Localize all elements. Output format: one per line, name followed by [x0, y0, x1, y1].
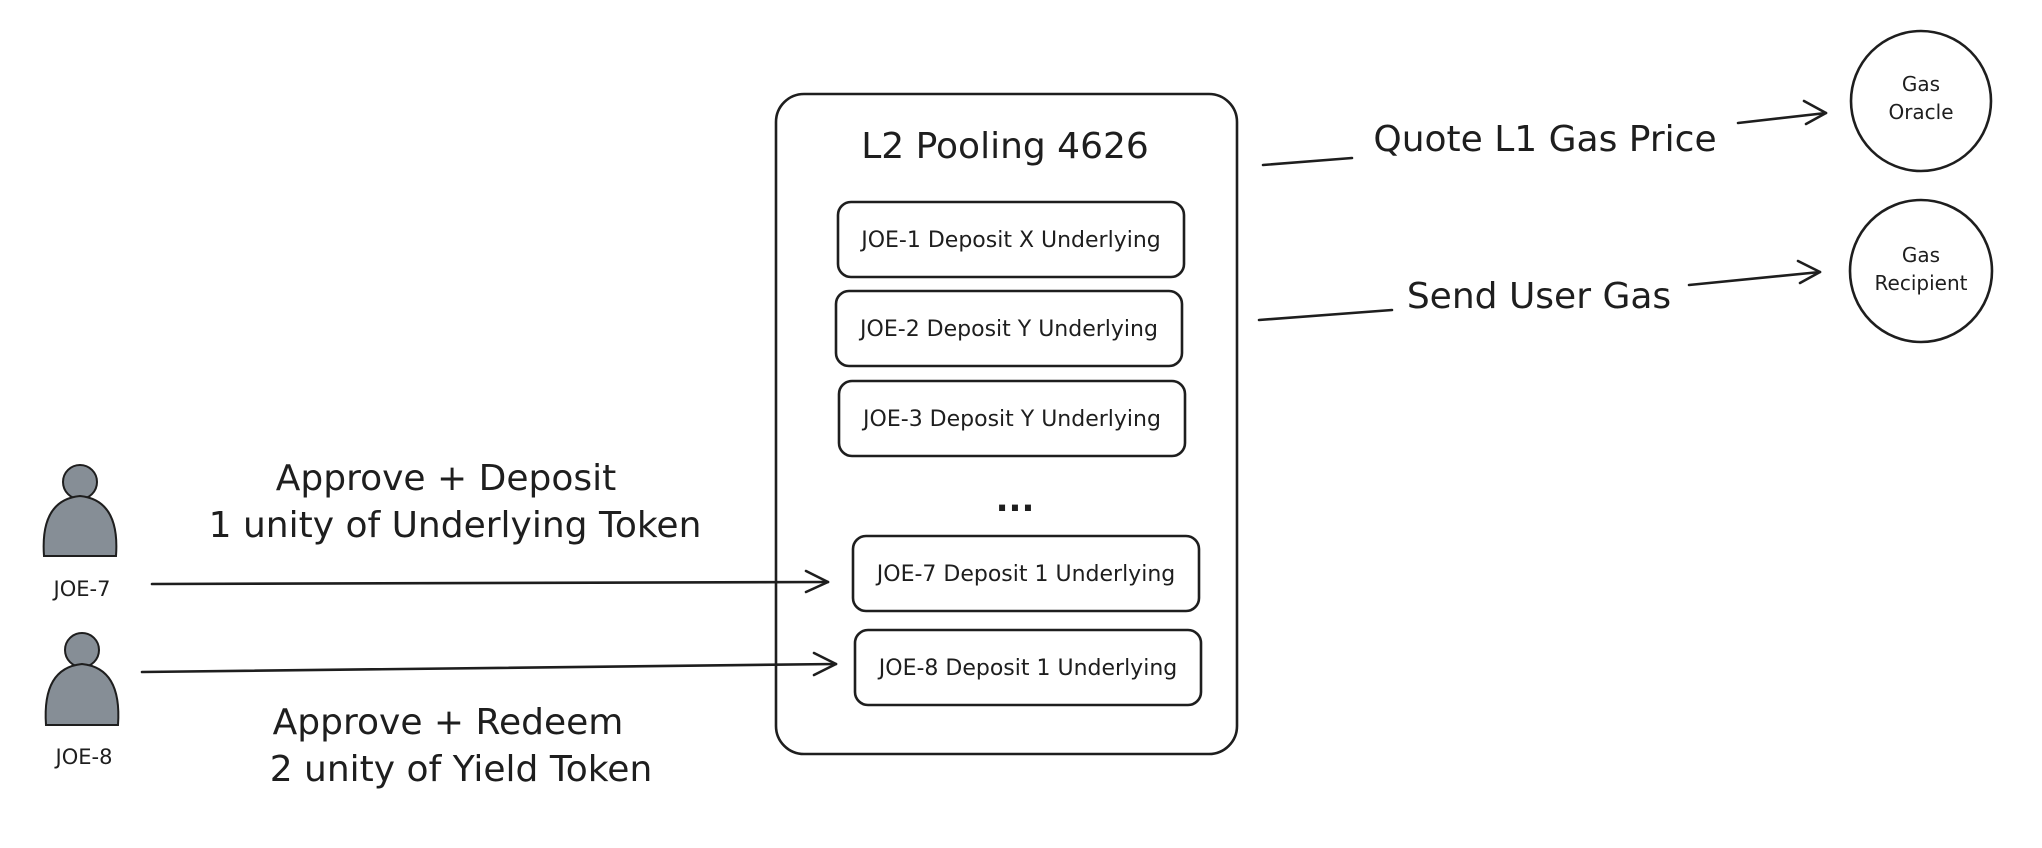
gas-oracle-label-line1: Gas	[1902, 72, 1940, 96]
quote-gas-arrowhead-icon	[1802, 99, 1828, 126]
deposit-label-joe-1: JOE-1 Deposit X Underlying	[859, 228, 1161, 253]
user-joe-7: JOE-7	[42, 464, 118, 601]
gas-oracle-node: Gas Oracle	[1849, 29, 1993, 173]
deposit-box-joe-2: JOE-2 Deposit Y Underlying	[834, 289, 1184, 368]
deposit-label-joe-8: JOE-8 Deposit 1 Underlying	[877, 656, 1177, 681]
deposit-box-joe-3: JOE-3 Deposit Y Underlying	[837, 379, 1187, 458]
deposit-arrow	[150, 569, 830, 594]
pool-container	[774, 92, 1239, 756]
gas-oracle-label-line2: Oracle	[1888, 100, 1953, 124]
user-joe-8-label: JOE-8	[54, 745, 113, 769]
pool-title: L2 Pooling 4626	[861, 126, 1149, 167]
send-gas-arrow	[1257, 259, 1822, 322]
send-gas-arrowhead-icon	[1796, 259, 1822, 285]
deposit-box-joe-8: JOE-8 Deposit 1 Underlying	[853, 628, 1203, 707]
deposit-label-joe-2: JOE-2 Deposit Y Underlying	[858, 317, 1158, 342]
deposit-label-line1: Approve + Deposit	[276, 458, 617, 499]
user-joe-7-head-icon	[62, 464, 98, 500]
deposit-label-line2: 1 unity of Underlying Token	[209, 505, 702, 546]
gas-recipient-label-line1: Gas	[1902, 243, 1940, 267]
gas-recipient-node: Gas Recipient	[1848, 198, 1994, 344]
quote-gas-arrow	[1261, 99, 1828, 167]
deposit-ellipsis: ...	[996, 480, 1035, 520]
redeem-arrow	[140, 651, 838, 677]
redeem-arrowhead-icon	[812, 651, 838, 677]
gas-recipient-label-line2: Recipient	[1875, 271, 1968, 295]
deposit-box-joe-1: JOE-1 Deposit X Underlying	[836, 200, 1186, 279]
deposit-box-joe-7: JOE-7 Deposit 1 Underlying	[851, 534, 1201, 613]
deposit-label-joe-7: JOE-7 Deposit 1 Underlying	[875, 562, 1175, 587]
user-joe-8-head-icon	[64, 632, 100, 668]
send-gas-label: Send User Gas	[1407, 276, 1671, 317]
user-joe-8: JOE-8	[44, 632, 120, 769]
redeem-label-line1: Approve + Redeem	[273, 702, 624, 743]
redeem-label-line2: 2 unity of Yield Token	[270, 749, 653, 790]
deposit-arrowhead-icon	[804, 569, 830, 594]
user-joe-7-label: JOE-7	[52, 577, 111, 601]
quote-gas-label: Quote L1 Gas Price	[1373, 119, 1716, 160]
user-joe-7-body-icon	[42, 494, 118, 557]
deposit-label-joe-3: JOE-3 Deposit Y Underlying	[861, 407, 1161, 432]
user-joe-8-body-icon	[44, 662, 120, 726]
